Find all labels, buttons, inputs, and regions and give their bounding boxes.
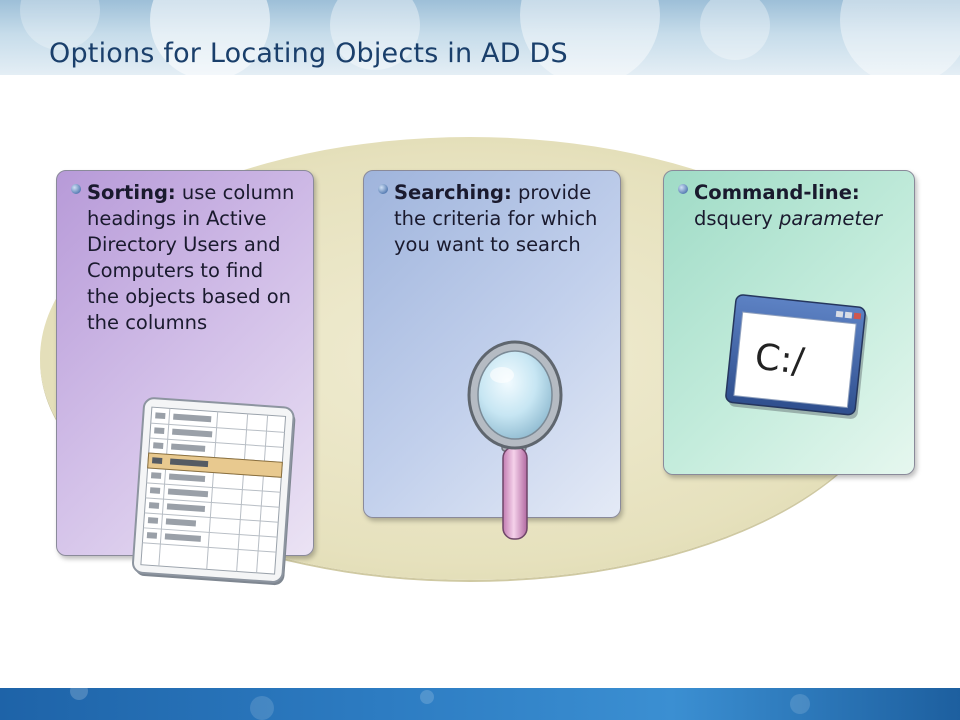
bokeh-circle [700,0,770,60]
bokeh-circle [70,688,88,700]
footer-band [0,688,960,720]
searching-card: Searching: provide the criteria for whic… [363,170,621,518]
command-line-description: dsquery [694,207,780,230]
header-banner [0,0,960,75]
bokeh-circle [840,0,960,75]
searching-lead: Searching: [394,181,512,204]
bokeh-circle [150,0,270,75]
command-line-parameter: parameter [779,207,882,230]
sorting-text: Sorting: use column headings in Active D… [87,180,301,336]
searching-description: provide the criteria for which you want … [394,181,598,256]
bokeh-circle [420,690,434,704]
command-line-text: Command-line: dsquery parameter [694,180,902,232]
bokeh-circle [790,694,810,714]
bokeh-circle [330,0,420,70]
console-prompt: C:/ [753,337,807,383]
magnifying-glass-icon [467,340,563,540]
page-title: Options for Locating Objects in AD DS [49,38,568,69]
command-line-lead: Command-line: [694,181,860,204]
sorting-description: use column headings in Active Directory … [87,181,295,334]
bokeh-circle [250,696,274,720]
bullet-icon [678,184,688,194]
command-line-card: Command-line: dsquery parameter [663,170,915,475]
command-window-icon: C:/ [725,294,868,419]
table-grid-icon [132,397,296,586]
searching-text: Searching: provide the criteria for whic… [394,180,608,258]
bokeh-circle [520,0,660,75]
bullet-icon [378,184,388,194]
bullet-icon [71,184,81,194]
sorting-lead: Sorting: [87,181,176,204]
